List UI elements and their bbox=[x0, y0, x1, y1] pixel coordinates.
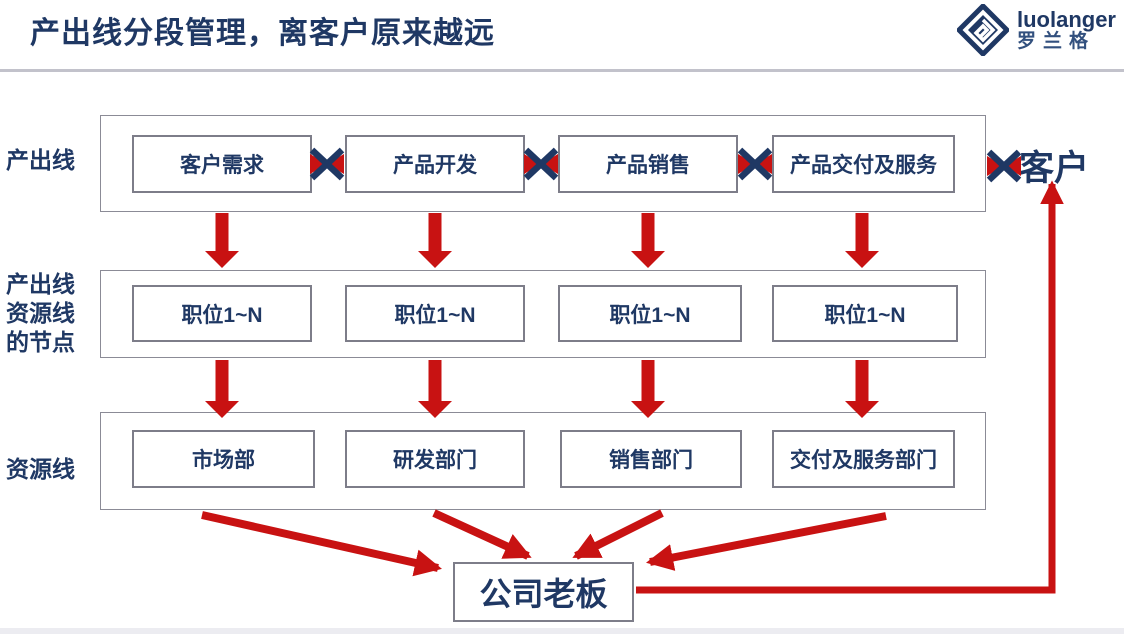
logo-brand-name: luolanger bbox=[1016, 7, 1116, 33]
converge-arrows bbox=[201, 509, 887, 577]
down-arrow-icon bbox=[418, 360, 452, 418]
diamond-logo-icon bbox=[956, 4, 1009, 56]
box-product-sales: 产品销售 bbox=[558, 135, 738, 193]
row2-label: 产出线 资源线 的节点 bbox=[6, 270, 75, 357]
brand-logo: luolanger 罗兰格 bbox=[956, 4, 1116, 56]
row2-label-line3: 的节点 bbox=[6, 329, 75, 355]
break-x-icon bbox=[986, 149, 1022, 183]
box-sales-dept: 销售部门 bbox=[560, 430, 742, 488]
box-product-development: 产品开发 bbox=[345, 135, 525, 193]
box-positions-1: 职位1~N bbox=[132, 285, 312, 342]
row1-label: 产出线 bbox=[6, 147, 75, 173]
down-arrow-icon bbox=[845, 360, 879, 418]
logo-brand-name-cn: 罗兰格 bbox=[1016, 30, 1095, 52]
box-positions-4: 职位1~N bbox=[772, 285, 958, 342]
logo-text: luolanger 罗兰格 bbox=[1017, 8, 1116, 51]
down-arrow-icon bbox=[205, 213, 239, 268]
box-marketing-dept: 市场部 bbox=[132, 430, 315, 488]
box-product-delivery-service: 产品交付及服务 bbox=[772, 135, 955, 193]
converge-arrow-rnd bbox=[432, 509, 532, 560]
down-arrow-icon bbox=[845, 213, 879, 268]
converge-arrow-marketing bbox=[201, 511, 442, 577]
page-title: 产出线分段管理，离客户原来越远 bbox=[30, 17, 495, 50]
down-arrow-icons-row2 bbox=[205, 360, 879, 418]
row3-label: 资源线 bbox=[6, 456, 75, 482]
down-arrow-icons-row1 bbox=[205, 213, 879, 268]
box-positions-2: 职位1~N bbox=[345, 285, 525, 342]
box-customer-needs: 客户需求 bbox=[132, 135, 312, 193]
box-rnd-dept: 研发部门 bbox=[345, 430, 525, 488]
bottom-strip bbox=[0, 628, 1124, 634]
down-arrow-icon bbox=[205, 360, 239, 418]
box-positions-3: 职位1~N bbox=[558, 285, 742, 342]
down-arrow-icon bbox=[631, 213, 665, 268]
feedback-arrow-boss-to-customer bbox=[636, 180, 1064, 594]
customer-label: 客户 bbox=[1019, 149, 1090, 188]
row2-label-line1: 产出线 bbox=[6, 271, 75, 297]
down-arrow-icon bbox=[631, 360, 665, 418]
boss-box: 公司老板 bbox=[453, 562, 634, 622]
header-divider bbox=[0, 69, 1124, 72]
down-arrow-icon bbox=[418, 213, 452, 268]
converge-arrow-delivery bbox=[645, 512, 887, 571]
box-delivery-service-dept: 交付及服务部门 bbox=[772, 430, 955, 488]
row2-label-line2: 资源线 bbox=[6, 300, 75, 326]
converge-arrow-sales bbox=[572, 509, 664, 560]
